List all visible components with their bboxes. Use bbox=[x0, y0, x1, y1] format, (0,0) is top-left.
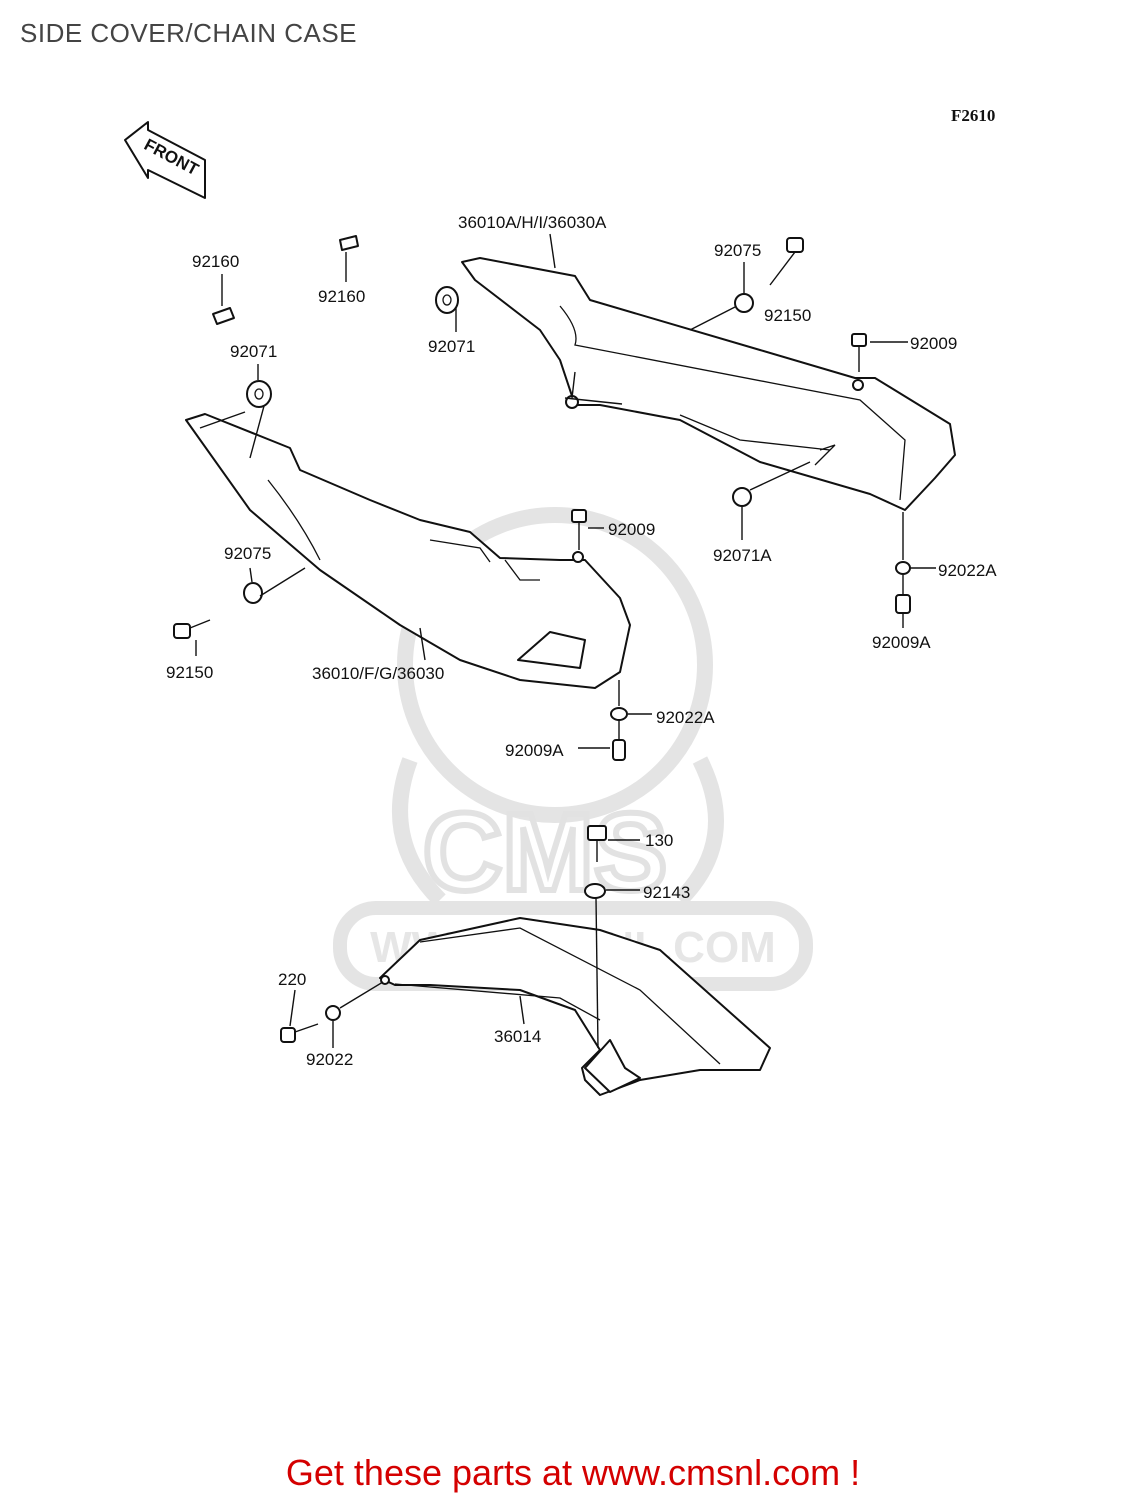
side-cover-lower bbox=[185, 413, 631, 689]
label-92009-mid: 92009 bbox=[608, 520, 655, 539]
part-220 bbox=[280, 1023, 319, 1043]
part-92071-left bbox=[246, 380, 272, 408]
label-92009A-mid: 92009A bbox=[505, 741, 564, 760]
part-92143 bbox=[584, 883, 606, 899]
label-220: 220 bbox=[278, 970, 306, 989]
label-92022A-right: 92022A bbox=[938, 561, 997, 580]
label-92022: 92022 bbox=[306, 1050, 353, 1069]
part-92009-mid bbox=[571, 509, 587, 550]
label-92150-right: 92150 bbox=[764, 306, 811, 325]
part-92160-left bbox=[212, 307, 235, 325]
part-92075-left bbox=[243, 582, 263, 604]
diagram-title: SIDE COVER/CHAIN CASE bbox=[20, 18, 358, 48]
leader-lines bbox=[195, 233, 936, 1049]
part-92022 bbox=[325, 1005, 341, 1021]
label-92071A: 92071A bbox=[713, 546, 772, 565]
front-arrow: FRONT bbox=[124, 121, 206, 199]
part-130 bbox=[587, 825, 607, 862]
diagram-code: F2610 bbox=[951, 106, 996, 125]
part-92150-left bbox=[173, 619, 211, 639]
part-92160-mid bbox=[339, 235, 359, 251]
part-92022A-right bbox=[895, 561, 911, 575]
part-92071-mid bbox=[435, 286, 459, 314]
part-92009A-right bbox=[895, 594, 911, 614]
label-92022A-mid: 92022A bbox=[656, 708, 715, 727]
side-cover-upper bbox=[461, 257, 956, 511]
part-92022A-mid bbox=[610, 707, 628, 721]
label-92160-mid: 92160 bbox=[318, 287, 365, 306]
label-92143: 92143 bbox=[643, 883, 690, 902]
label-92071-left: 92071 bbox=[230, 342, 277, 361]
footer-link[interactable]: Get these parts at www.cmsnl.com ! bbox=[285, 1452, 861, 1493]
part-92150-right bbox=[769, 237, 804, 286]
label-92009-right: 92009 bbox=[910, 334, 957, 353]
label-92075-left: 92075 bbox=[224, 544, 271, 563]
label-36010-upper: 36010A/H/I/36030A bbox=[458, 213, 607, 232]
part-92009-right bbox=[851, 333, 867, 372]
label-36014: 36014 bbox=[494, 1027, 541, 1046]
label-92075-right: 92075 bbox=[714, 241, 761, 260]
part-92009A-mid bbox=[612, 739, 626, 761]
label-92150-left: 92150 bbox=[166, 663, 213, 682]
chain-case bbox=[379, 917, 771, 1096]
label-130: 130 bbox=[645, 831, 673, 850]
label-36010-lower: 36010/F/G/36030 bbox=[312, 664, 444, 683]
label-92160-left: 92160 bbox=[192, 252, 239, 271]
part-number-labels: 92160 92160 92071 92071 36010A/H/I/36030… bbox=[166, 213, 997, 1069]
label-92071-mid: 92071 bbox=[428, 337, 475, 356]
part-92071A bbox=[732, 487, 752, 507]
label-92009A-right: 92009A bbox=[872, 633, 931, 652]
watermark-brand: CMS bbox=[423, 791, 667, 914]
part-92075-right bbox=[734, 293, 754, 313]
